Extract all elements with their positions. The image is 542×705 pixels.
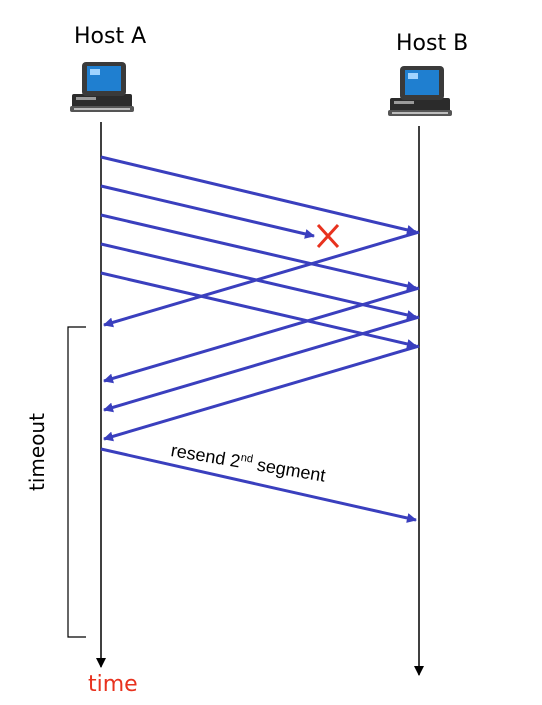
segment-arrow-1 <box>100 155 417 235</box>
ack-arrow-1 <box>103 230 420 328</box>
host-b-computer-icon <box>388 66 452 116</box>
timeout-label: timeout <box>25 413 49 491</box>
loss-x-icon <box>316 223 340 249</box>
host-a-label: Host A <box>74 24 147 49</box>
ack-arrow-4 <box>103 344 420 442</box>
host-b-label: Host B <box>396 31 469 56</box>
timeout-bracket <box>67 326 86 638</box>
host-a-computer-icon <box>70 62 134 112</box>
segment-arrow-2-lost <box>100 184 315 239</box>
time-axis-label: time <box>88 672 138 697</box>
segment-arrow-3 <box>100 213 417 291</box>
ack-arrow-2 <box>103 286 420 384</box>
ack-arrow-3 <box>103 315 420 413</box>
resend-arrow <box>100 447 417 523</box>
